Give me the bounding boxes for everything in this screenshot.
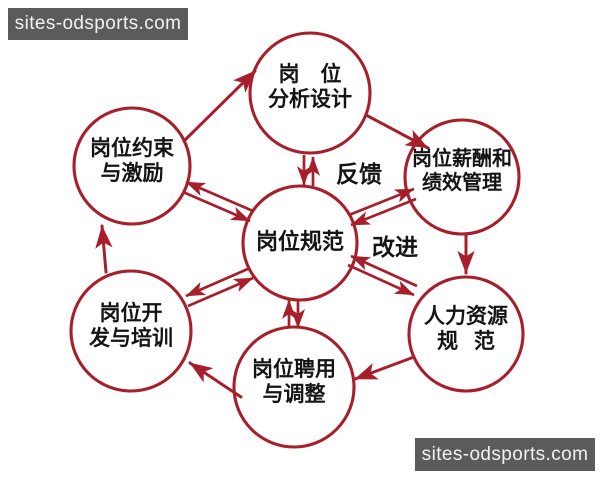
edge-standard-to-development-out	[185, 266, 251, 298]
watermark-top-left: sites-odsports.com	[8, 8, 188, 40]
edge-label-improve: 改进	[372, 235, 418, 260]
edge-employment-to-development	[188, 361, 243, 399]
edge-development-to-standard-in	[187, 276, 254, 308]
edge-analysis-to-pay	[364, 113, 430, 150]
node-circle-job-constraint-incentive[interactable]	[72, 106, 192, 226]
edge-hr-to-standard-in	[350, 254, 418, 288]
edge-standard-to-constraint-out	[185, 180, 254, 213]
edge-development-to-constraint	[95, 224, 113, 274]
edge-pay-to-standard-in	[350, 197, 417, 227]
node-circle-job-analysis-design[interactable]	[248, 31, 372, 155]
edge-standard-to-pay-out	[348, 187, 415, 217]
edge-label-feedback: 反馈	[336, 162, 382, 187]
node-circle-group	[69, 31, 525, 449]
edge-constraint-to-standard-in	[182, 190, 251, 223]
spoke-edge-group	[182, 155, 418, 329]
outer-ring-edge-group	[95, 69, 475, 399]
node-circle-pay-performance[interactable]	[403, 118, 521, 236]
node-circle-job-standard[interactable]	[241, 184, 359, 302]
edge-constraint-to-analysis	[182, 69, 257, 143]
watermark-bottom-right: sites-odsports.com	[415, 438, 595, 471]
node-circle-job-development-training[interactable]	[69, 269, 193, 393]
edge-hr-to-employment	[353, 355, 416, 381]
node-circle-hr-standard[interactable]	[407, 275, 525, 393]
node-circle-job-employment-adjust[interactable]	[232, 325, 356, 449]
